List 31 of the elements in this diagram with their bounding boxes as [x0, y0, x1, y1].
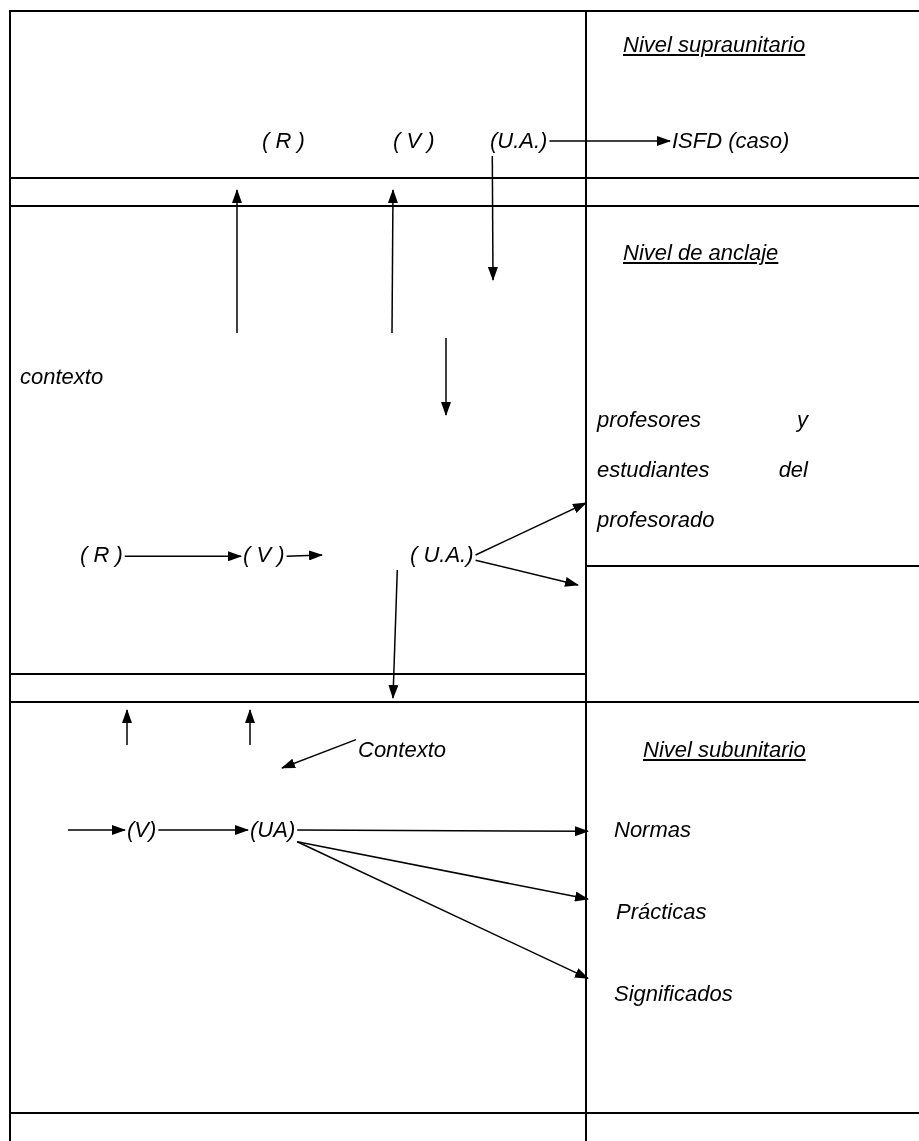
- arrow: [296, 840, 589, 980]
- variable-label: ( R ): [262, 128, 305, 154]
- case-label: ISFD (caso): [672, 128, 790, 154]
- dimension-label: Significados: [590, 981, 733, 1007]
- arrow: [296, 826, 589, 837]
- arrow: [157, 825, 249, 835]
- arrow: [474, 559, 579, 587]
- arrow: [388, 569, 399, 699]
- arrow: [296, 840, 589, 902]
- arrow: [281, 738, 357, 769]
- variable-label: (UA): [250, 817, 296, 843]
- dimension-label: Normas: [590, 817, 691, 843]
- arrow: [285, 550, 323, 561]
- variable-label: ( R ): [80, 542, 123, 568]
- dimension-label: Prácticas: [590, 899, 707, 925]
- arrow: [487, 155, 498, 281]
- arrow: [474, 502, 587, 556]
- arrow: [67, 825, 126, 835]
- level-heading: Nivel de anclaje: [623, 240, 779, 266]
- variable-label: ( V ): [393, 128, 435, 154]
- variable-label: ( U.A.): [410, 542, 474, 568]
- level-heading: Nivel subunitario: [643, 737, 806, 763]
- context-label: Contexto: [358, 737, 447, 763]
- level-heading: Nivel supraunitario: [623, 32, 806, 58]
- variable-label: (U.A.): [490, 128, 548, 154]
- anchor-description: profesores y estudiantes del profesorado: [588, 395, 808, 545]
- variable-label: ( V ): [243, 542, 285, 568]
- arrow: [124, 551, 242, 562]
- variable-label: (V): [127, 817, 157, 843]
- context-label: contexto: [20, 364, 104, 390]
- arrow: [548, 136, 671, 146]
